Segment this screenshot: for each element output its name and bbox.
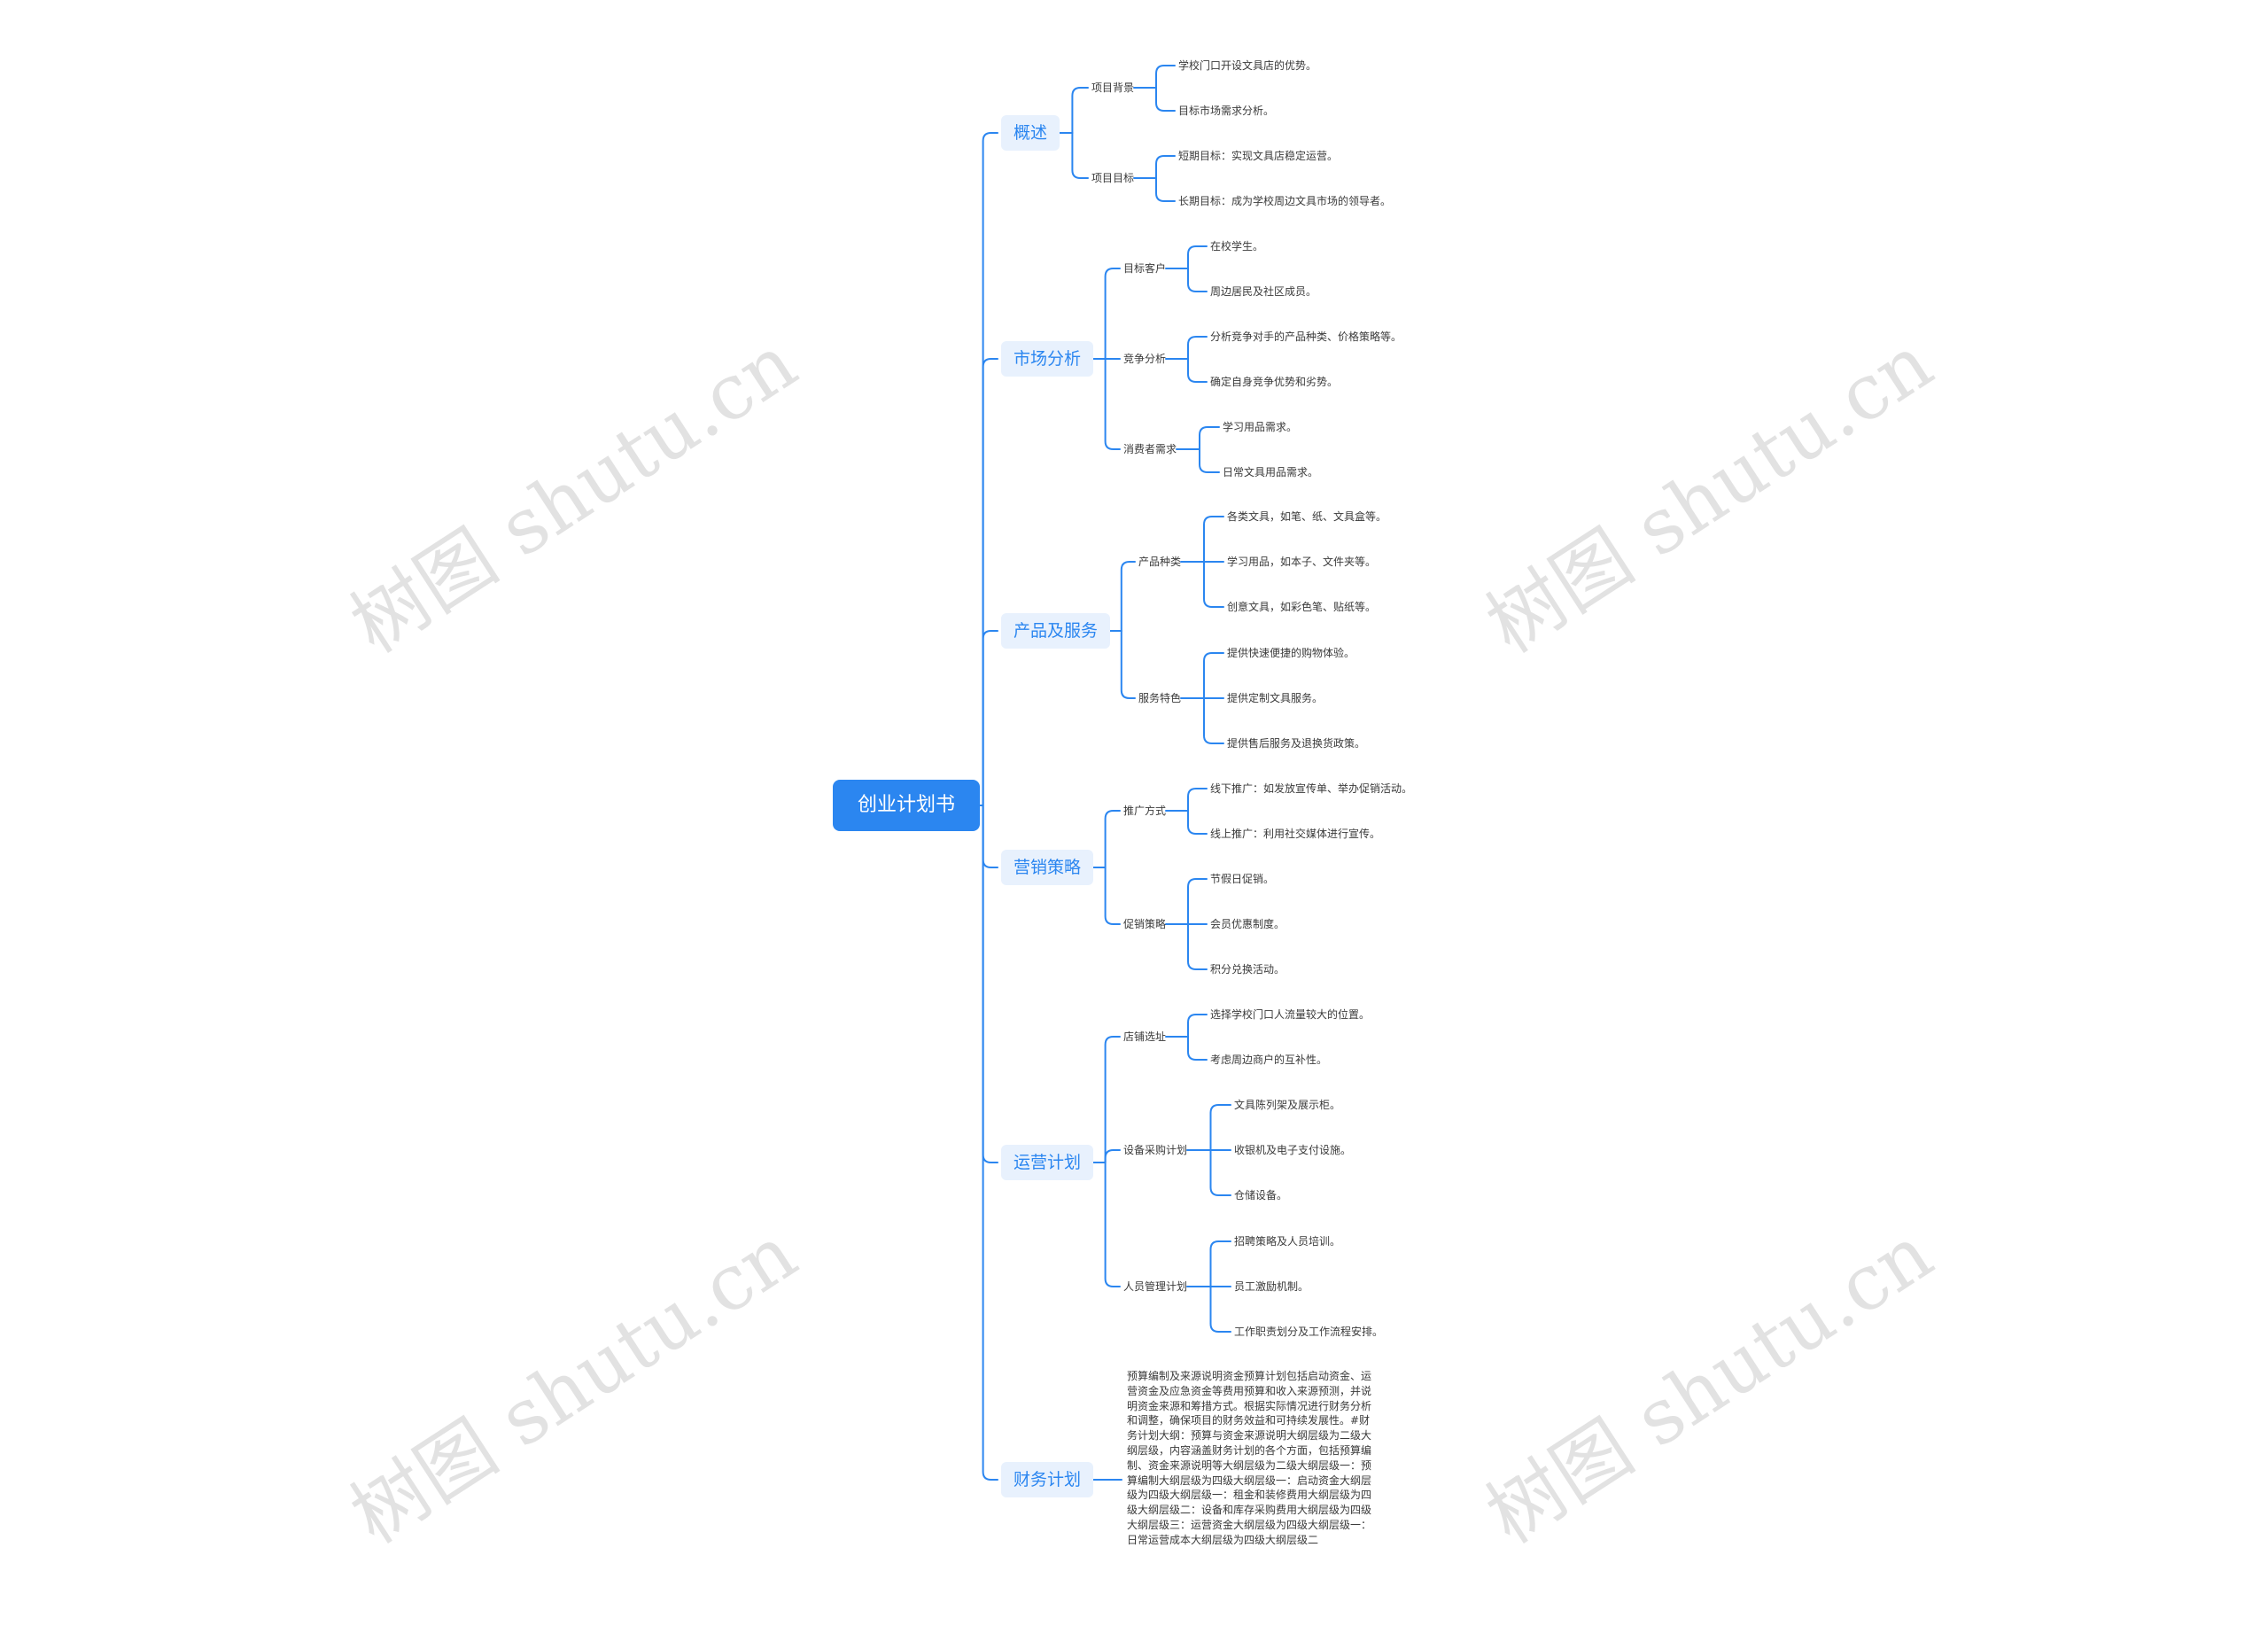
branch-connector-link [1120,561,1136,632]
branch-products-services[interactable]: 产品及服务 [1001,613,1111,649]
branch-operations-plan[interactable]: 运营计划 [1001,1145,1094,1180]
leaf-item[interactable]: 日常文具用品需求。 [1223,466,1319,478]
root-connector-link [982,805,998,1481]
leaf-item[interactable]: 文具陈列架及展示柜。 [1234,1099,1341,1111]
topic-connector-link [1187,1014,1208,1038]
branch-connector-link [1104,1036,1121,1163]
topic-connector-link [1203,697,1224,744]
root-connector-link [982,630,998,806]
branch-connector-link [1071,87,1089,134]
leaf-item[interactable]: 确定自身竞争优势和劣势。 [1210,376,1339,388]
leaf-item[interactable]: 目标市场需求分析。 [1178,105,1275,117]
leaf-item[interactable]: 节假日促销。 [1210,873,1275,885]
leaf-item[interactable]: 创意文具，如彩色笔、贴纸等。 [1227,601,1377,613]
topic-connector-link [1209,1240,1231,1287]
topic-connector-link [1155,87,1176,112]
financial-plan-paragraph[interactable]: 预算编制及来源说明资金预算计划包括启动资金、运营资金及应急资金等费用预算和收入来… [1127,1370,1372,1546]
branch-marketing-strategy[interactable]: 营销策略 [1001,850,1094,885]
topic-project-goals[interactable]: 项目目标 [1091,172,1135,184]
branch-financial-plan[interactable]: 财务计划 [1001,1462,1094,1497]
topic-connector-link [1203,652,1224,699]
root-connector-link [982,132,998,806]
leaf-item[interactable]: 提供定制文具服务。 [1227,692,1324,704]
leaf-item[interactable]: 提供快速便捷的购物体验。 [1227,647,1355,659]
topic-connector-link [1187,788,1208,812]
leaf-item[interactable]: 学习用品需求。 [1223,421,1298,433]
topic-sales-promotion[interactable]: 促销策略 [1123,918,1167,930]
branch-connector-link [1104,358,1121,450]
topic-equipment-purchase[interactable]: 设备采购计划 [1123,1144,1188,1156]
topic-connector-link [1209,1149,1231,1196]
topic-connector-link [1187,810,1208,835]
branch-connector-link [1104,1162,1121,1287]
leaf-item[interactable]: 提供售后服务及退换货政策。 [1227,737,1366,750]
topic-connector-link [1187,268,1208,292]
branch-connector-link [1104,867,1121,925]
topic-store-location[interactable]: 店铺选址 [1123,1030,1167,1043]
leaf-item[interactable]: 学校门口开设文具店的优势。 [1178,59,1317,72]
topic-connector-link [1209,1286,1231,1333]
leaf-item[interactable]: 工作职责划分及工作流程安排。 [1234,1326,1384,1338]
branch-connector-link [1071,132,1089,179]
topic-connector-link [1209,1104,1231,1151]
root-node[interactable]: 创业计划书 [833,780,980,831]
topic-connector-link [1187,923,1208,970]
topic-connector-link [1187,1036,1208,1061]
topic-connector-link [1187,878,1208,925]
topic-consumer-needs[interactable]: 消费者需求 [1123,443,1177,455]
leaf-item[interactable]: 会员优惠制度。 [1210,918,1285,930]
topic-target-customers[interactable]: 目标客户 [1123,262,1167,275]
leaf-item[interactable]: 员工激励机制。 [1234,1280,1309,1293]
topic-product-types[interactable]: 产品种类 [1138,556,1182,568]
leaf-item[interactable]: 线上推广：利用社交媒体进行宣传。 [1210,828,1381,840]
topic-connector-link [1199,448,1220,473]
topic-connector-link [1203,561,1224,608]
topic-connector-link [1155,177,1176,202]
branch-connector-link [1104,268,1121,360]
leaf-item[interactable]: 仓储设备。 [1234,1189,1288,1201]
root-connector-link [982,805,998,1163]
leaf-item[interactable]: 积分兑换活动。 [1210,963,1285,976]
topic-service-features[interactable]: 服务特色 [1138,692,1182,704]
leaf-item[interactable]: 招聘策略及人员培训。 [1234,1235,1341,1248]
leaf-item[interactable]: 考虑周边商户的互补性。 [1210,1054,1328,1066]
branch-connector-link [1104,810,1121,868]
topic-connector-link [1155,65,1176,89]
topic-connector-link [1155,155,1176,179]
leaf-item[interactable]: 各类文具，如笔、纸、文具盒等。 [1227,510,1387,523]
leaf-item[interactable]: 长期目标：成为学校周边文具市场的领导者。 [1178,195,1392,207]
leaf-item[interactable]: 在校学生。 [1210,240,1264,253]
leaf-item[interactable]: 收银机及电子支付设施。 [1234,1144,1352,1156]
topic-competition[interactable]: 竞争分析 [1123,353,1167,365]
topic-connector-link [1187,358,1208,383]
leaf-item[interactable]: 周边居民及社区成员。 [1210,285,1317,298]
root-connector-link [982,805,998,868]
branch-overview[interactable]: 概述 [1001,115,1060,151]
topic-promotion-methods[interactable]: 推广方式 [1123,805,1167,817]
topic-connector-link [1203,516,1224,563]
topic-connector-link [1199,426,1220,450]
leaf-item[interactable]: 分析竞争对手的产品种类、价格策略等。 [1210,330,1402,343]
leaf-item[interactable]: 学习用品，如本子、文件夹等。 [1227,556,1377,568]
topic-connector-link [1187,336,1208,360]
topic-project-background[interactable]: 项目背景 [1091,82,1135,94]
root-connector-link [982,358,998,806]
branch-connector-link [1120,630,1136,699]
leaf-item[interactable]: 选择学校门口人流量较大的位置。 [1210,1008,1371,1021]
branch-market-analysis[interactable]: 市场分析 [1001,341,1094,377]
branch-connector-link [1104,1149,1121,1163]
topic-connector-link [1187,245,1208,269]
topic-staff-management[interactable]: 人员管理计划 [1123,1280,1188,1293]
leaf-item[interactable]: 短期目标：实现文具店稳定运营。 [1178,150,1339,162]
leaf-item[interactable]: 线下推广：如发放宣传单、举办促销活动。 [1210,782,1413,795]
